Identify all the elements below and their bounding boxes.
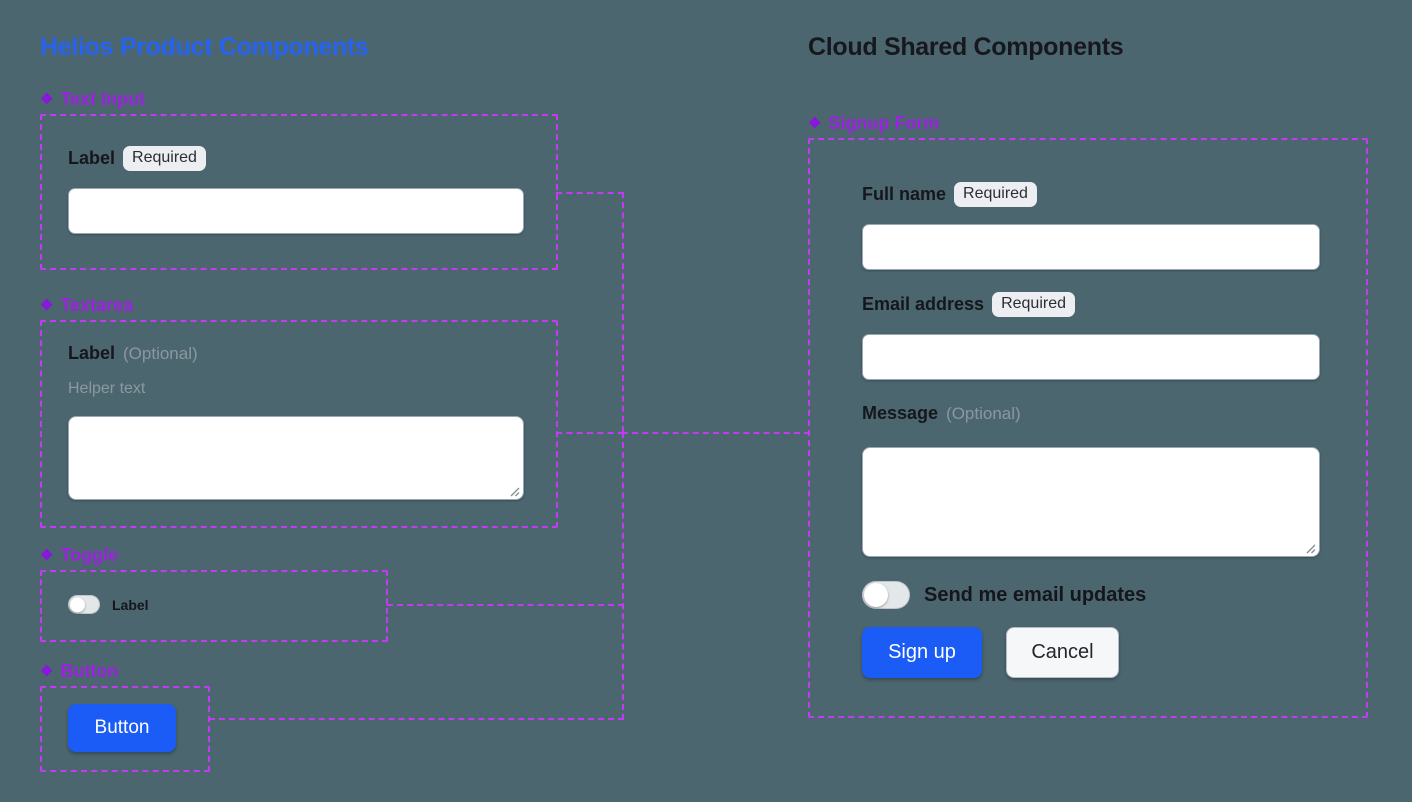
textarea-wrapper-message xyxy=(862,447,1320,557)
group-box-button xyxy=(40,686,210,772)
toggle-switch[interactable] xyxy=(68,595,100,614)
group-box-textarea xyxy=(40,320,558,528)
connector-trunk-lower xyxy=(622,432,624,720)
diamond-cluster-icon: ❖ xyxy=(40,663,54,680)
status-badge-required: Required xyxy=(992,292,1075,318)
field-label: Label xyxy=(68,343,116,363)
section-label-button: ❖ Button xyxy=(40,661,118,682)
field-label-row-email: Email address Required xyxy=(862,292,1075,318)
connector-textarea-h xyxy=(556,432,624,434)
field-label: Email address xyxy=(862,294,985,315)
field-label: Message xyxy=(862,403,939,423)
field-label-row-textarea: Label (Optional) xyxy=(68,343,198,364)
input-full-name[interactable] xyxy=(862,224,1320,270)
signup-button[interactable]: Sign up xyxy=(862,627,982,678)
toggle-row-label[interactable]: Label xyxy=(68,595,149,614)
toggle-knob xyxy=(70,597,85,612)
section-label-textarea: ❖ Textarea xyxy=(40,295,133,316)
diamond-cluster-icon: ❖ xyxy=(40,91,54,108)
field-label-row-full-name: Full name Required xyxy=(862,182,1037,208)
section-label-signup-form: ❖ Signup Form xyxy=(808,113,939,134)
section-label-text: Signup Form xyxy=(828,113,940,133)
toggle-label: Send me email updates xyxy=(924,583,1147,606)
section-label-text: Textarea xyxy=(60,295,134,315)
section-label-text-input: ❖ Text Input xyxy=(40,89,145,110)
status-badge-required: Required xyxy=(123,146,206,172)
textarea-wrapper xyxy=(68,416,524,500)
helper-text: Helper text xyxy=(68,380,146,397)
connector-button-h xyxy=(209,718,624,720)
page-title-cloud: Cloud Shared Components xyxy=(808,33,1124,61)
toggle-label: Label xyxy=(112,596,149,613)
section-label-text: Toggle xyxy=(60,545,119,565)
button-demo[interactable]: Button xyxy=(68,704,176,752)
connector-trunk-upper xyxy=(622,192,624,432)
section-label-text: Button xyxy=(60,661,119,681)
field-optional-note: (Optional) xyxy=(946,403,1021,423)
group-box-toggle xyxy=(40,570,388,642)
diamond-cluster-icon: ❖ xyxy=(808,115,822,132)
diamond-cluster-icon: ❖ xyxy=(40,547,54,564)
toggle-row-email-updates[interactable]: Send me email updates xyxy=(862,581,1146,609)
connector-text-input-h xyxy=(556,192,624,194)
group-box-signup-form xyxy=(808,138,1368,718)
diamond-cluster-icon: ❖ xyxy=(40,297,54,314)
status-badge-required: Required xyxy=(954,182,1037,208)
field-label-row-text-input: Label Required xyxy=(68,146,206,172)
field-label-row-message: Message (Optional) xyxy=(862,403,1021,424)
section-label-text: Text Input xyxy=(60,89,146,109)
input-email-address[interactable] xyxy=(862,334,1320,380)
cancel-button[interactable]: Cancel xyxy=(1006,627,1119,678)
field-optional-note: (Optional) xyxy=(123,343,198,363)
section-label-toggle: ❖ Toggle xyxy=(40,545,118,566)
field-label: Label xyxy=(68,148,116,169)
page-title-helios: Helios Product Components xyxy=(40,33,369,61)
textarea-message[interactable] xyxy=(862,447,1320,557)
connector-toggle-h xyxy=(387,604,624,606)
toggle-switch-email-updates[interactable] xyxy=(862,581,910,609)
field-label: Full name xyxy=(862,184,947,205)
textarea-label[interactable] xyxy=(68,416,524,500)
toggle-knob xyxy=(864,583,888,607)
text-input-label[interactable] xyxy=(68,188,524,234)
connector-main-h xyxy=(622,432,810,434)
